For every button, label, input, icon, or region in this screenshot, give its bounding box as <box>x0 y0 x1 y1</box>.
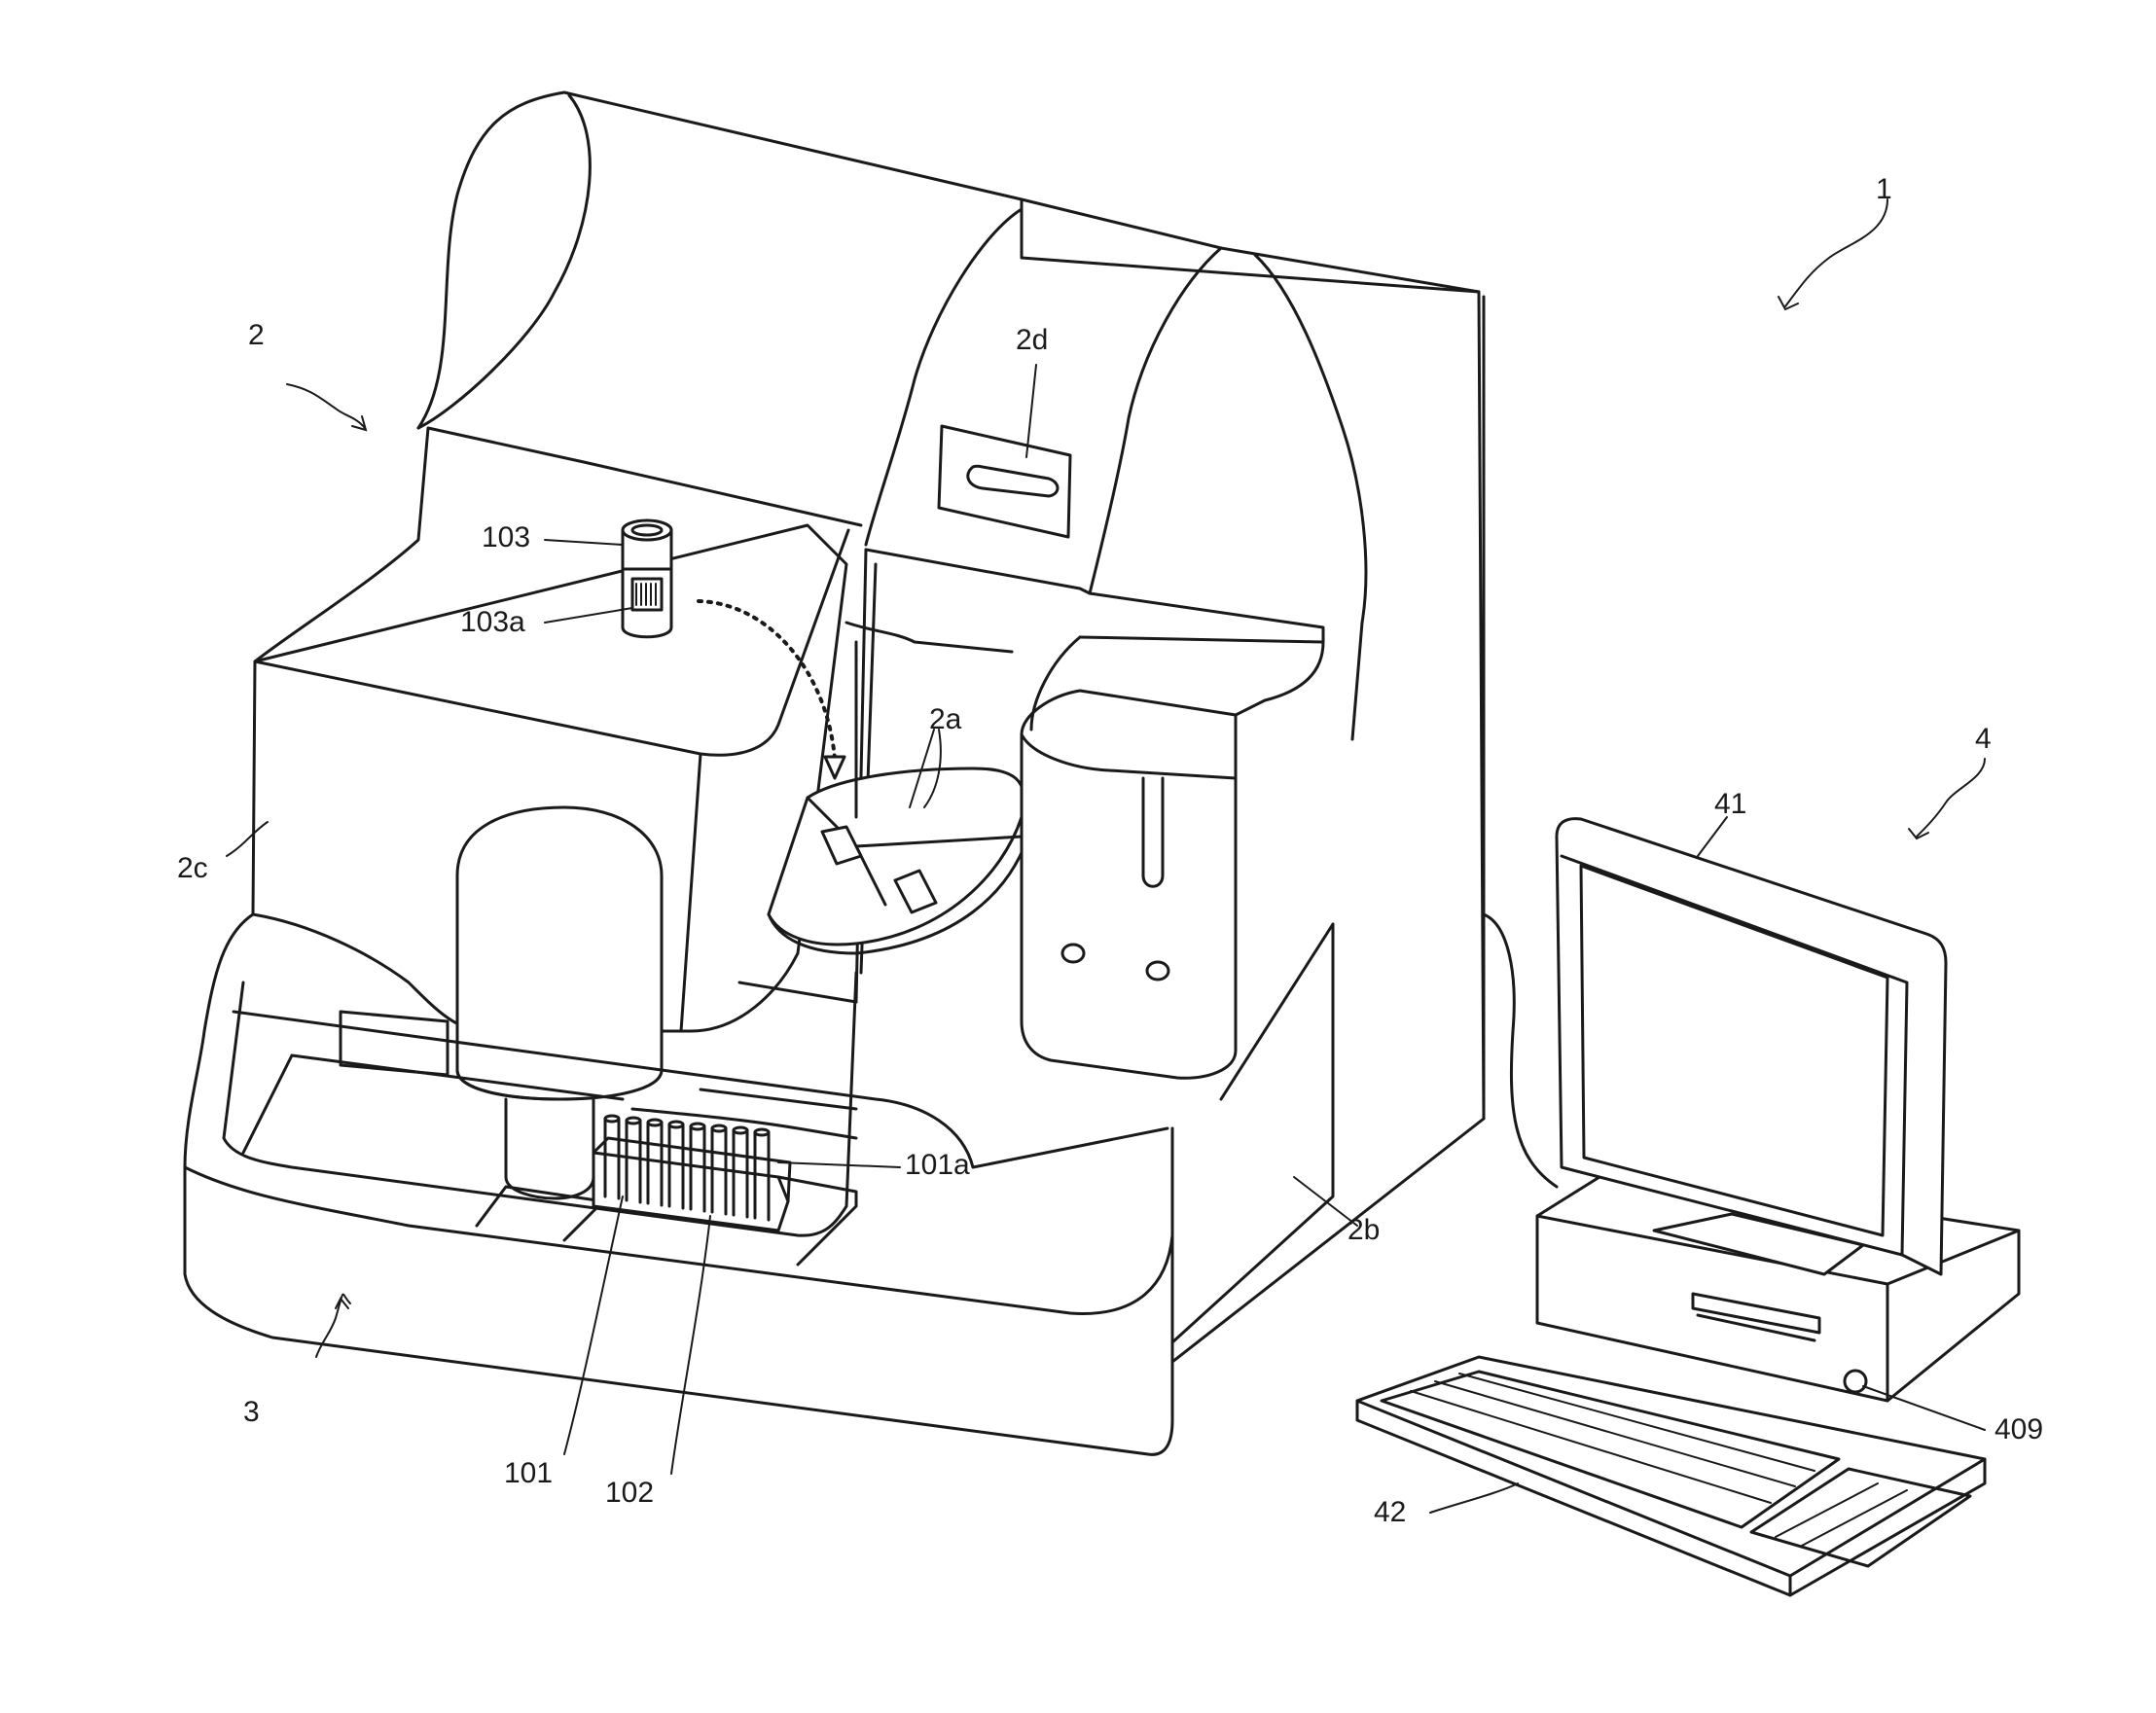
label-monitor: 41 <box>1714 790 1746 819</box>
analyzer-body <box>253 92 1484 1362</box>
transfer-arrowhead-icon <box>825 757 844 778</box>
manual-sample-tube <box>623 520 671 637</box>
label-manual-tube-label: 103a <box>460 608 525 637</box>
label-tube-cap: 101a <box>905 1151 970 1180</box>
label-rack: 102 <box>605 1479 654 1508</box>
label-display-window: 2d <box>1016 326 1048 355</box>
label-manual-tube: 103 <box>482 523 530 553</box>
label-sample-table: 2a <box>929 705 961 734</box>
label-keyboard: 42 <box>1374 1498 1406 1527</box>
label-system: 1 <box>1876 175 1892 204</box>
label-side-panel: 2b <box>1348 1216 1380 1245</box>
label-control-unit: 4 <box>1975 725 1992 754</box>
label-analyzer: 2 <box>248 321 265 350</box>
label-transport-unit: 3 <box>243 1398 260 1427</box>
label-front-cover: 2c <box>177 854 208 883</box>
label-sample-tube: 101 <box>504 1459 553 1488</box>
control-unit <box>1357 819 2019 1595</box>
label-power-button: 409 <box>1994 1415 2043 1445</box>
